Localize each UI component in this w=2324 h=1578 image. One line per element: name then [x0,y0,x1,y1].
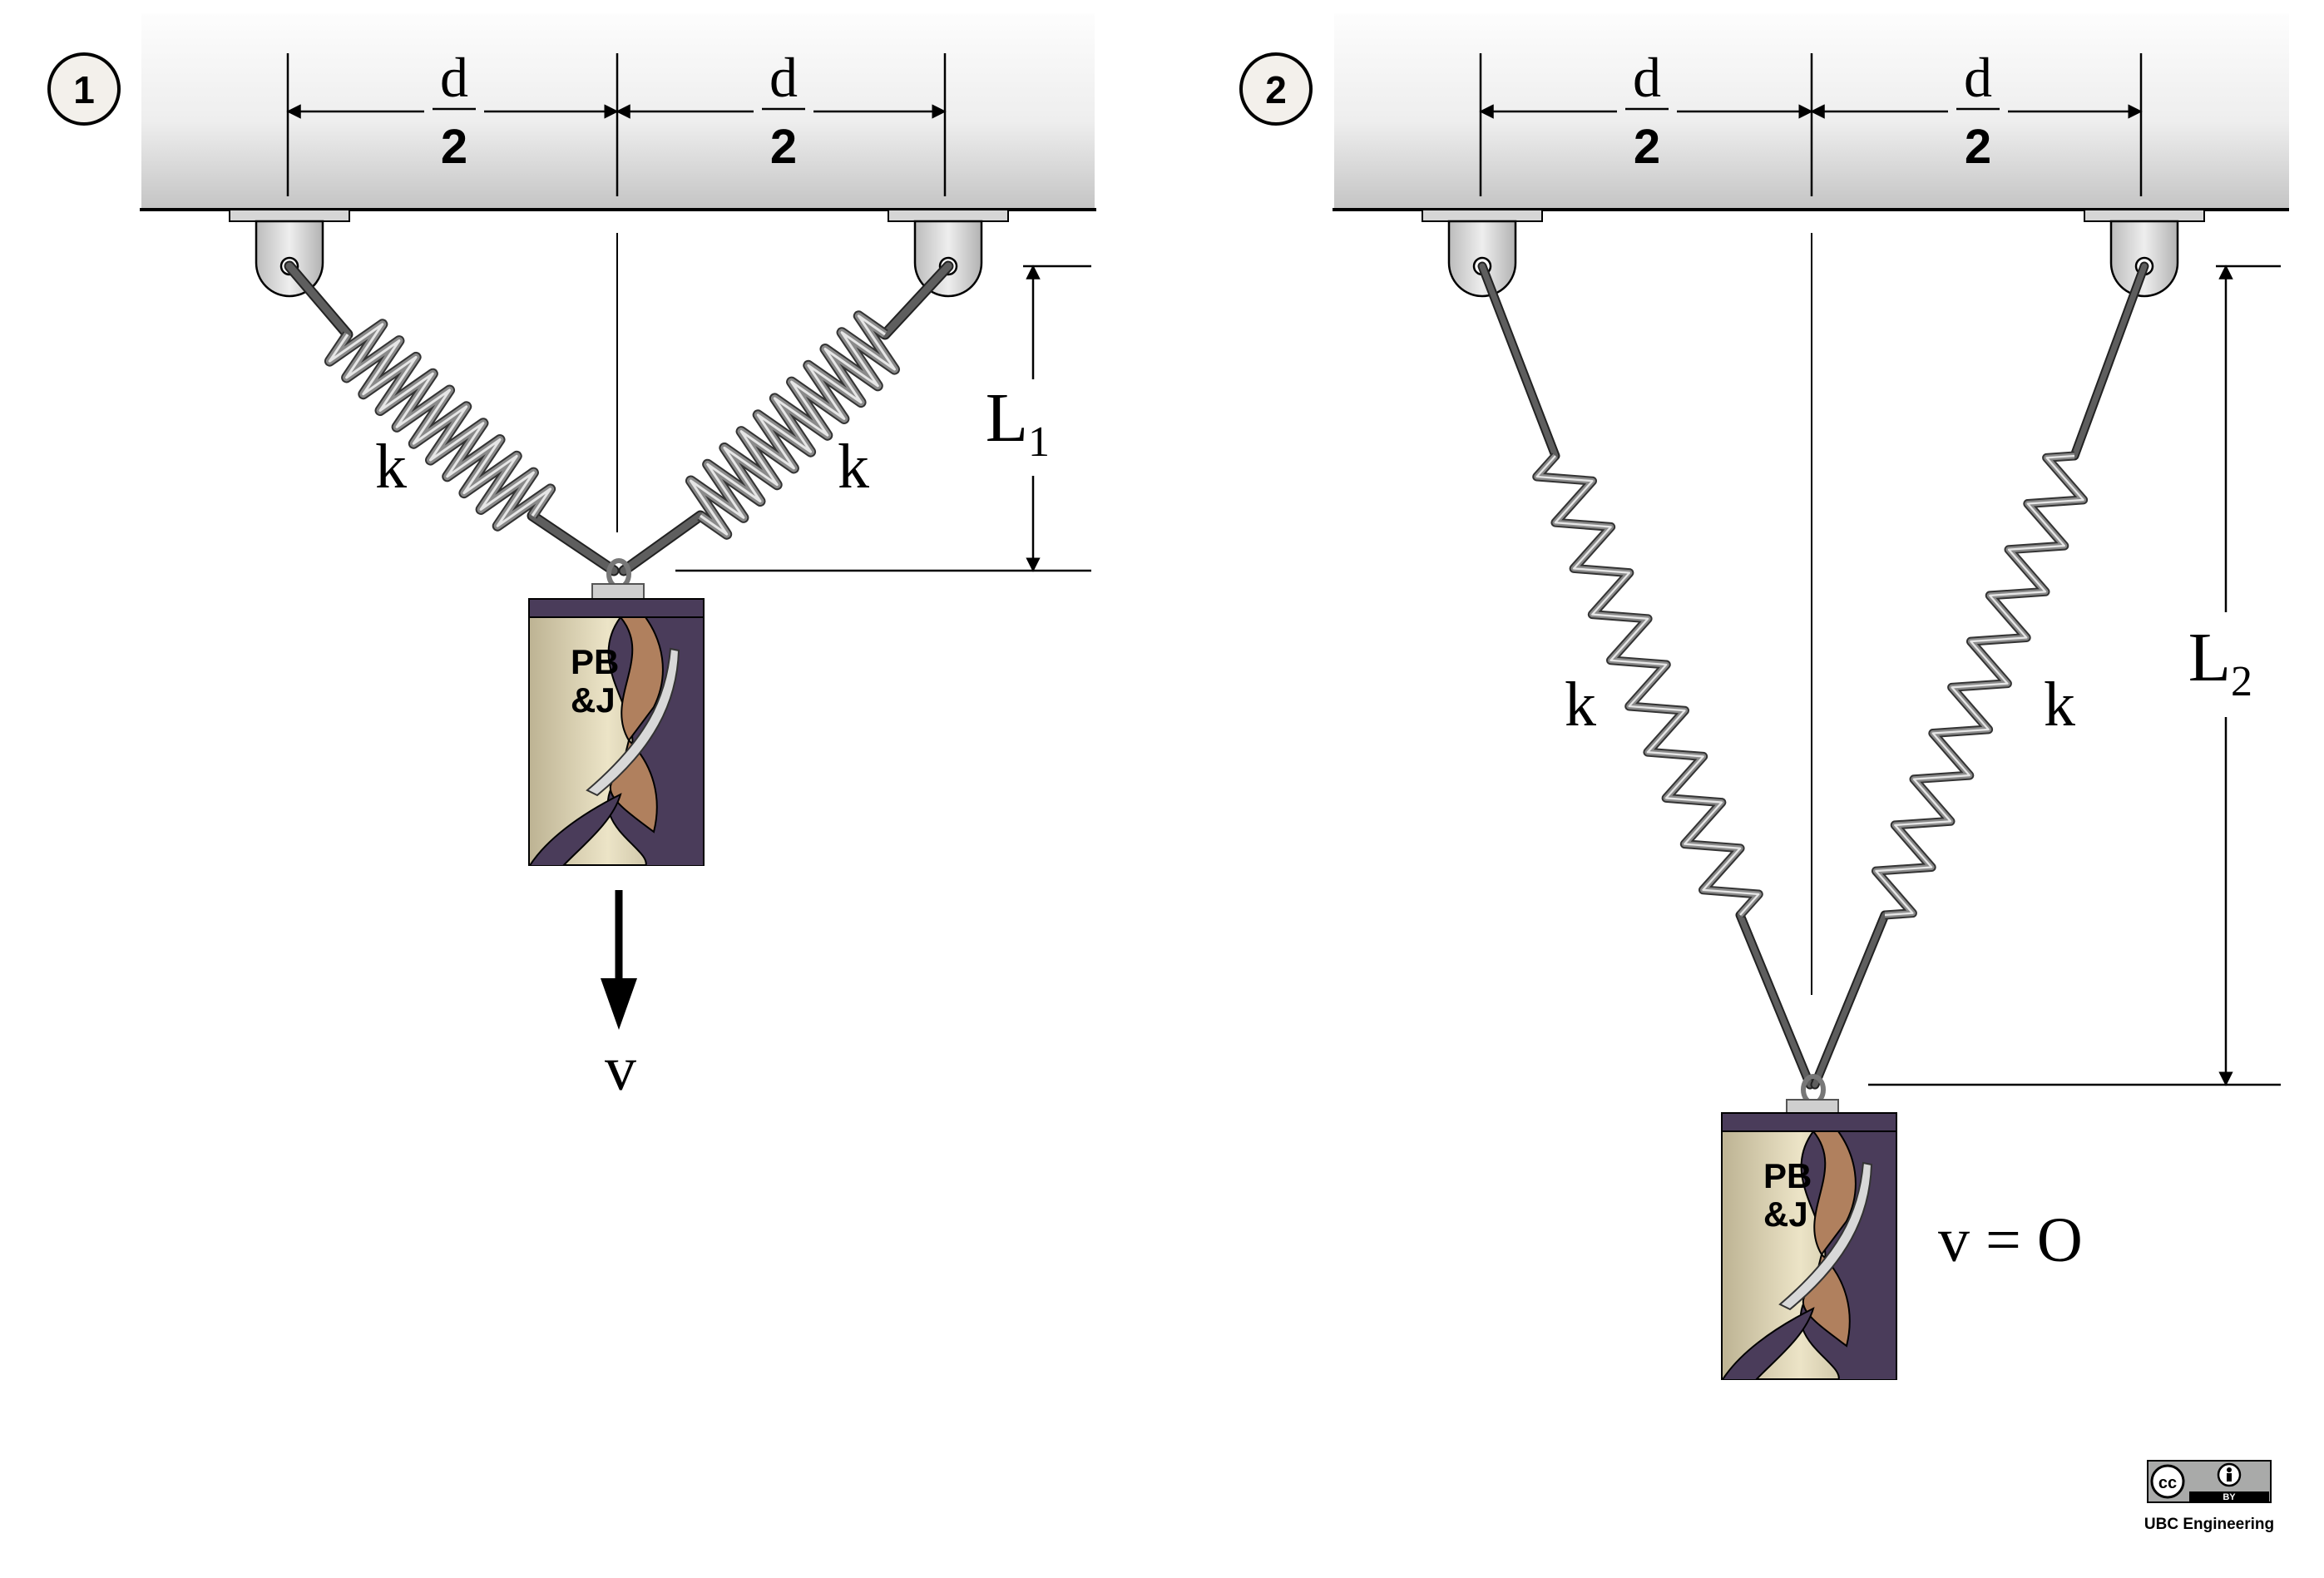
svg-text:cc: cc [2158,1474,2177,1492]
creative-commons-icon [2150,1464,2185,1499]
dimension-d [286,53,947,196]
badge-number: 1 [73,68,95,111]
spring-constant-label-right: k [2044,670,2075,740]
left-pivot-bracket [1422,209,1543,298]
badge: 2 [1239,52,1313,126]
springs-state-1 [284,260,954,576]
can-label-line2: &J [571,680,616,720]
velocity-label-1: v [605,1034,636,1104]
spring-constant-label-left: k [1565,670,1596,740]
half-d-label-right-top: d [769,46,798,109]
can-label-line1: PB [1763,1156,1812,1195]
half-d-label-right-bottom: 2 [1965,120,1991,174]
half-d-label-left-top: d [440,46,468,109]
half-d-label-left-top: d [1633,46,1661,109]
badge-circle [1239,52,1313,126]
can-label-line1: PB [571,642,619,681]
half-d-label-right-bottom: 2 [770,120,797,174]
half-d-label-left-bottom: 2 [441,120,467,174]
pbj-can-2: PB &J [1722,1113,1896,1381]
right-pivot-bracket [888,209,1009,298]
can-label-line2: &J [1763,1195,1808,1234]
spring-left [284,260,620,576]
dimension-d [1479,53,2143,196]
right-pivot-bracket [2084,209,2205,298]
length-dimension-2 [1868,265,2281,1086]
length-dimension-1 [675,265,1091,572]
pbj-can-1: PB &J [529,599,704,867]
length-label-1: L [986,379,1028,457]
left-pivot-bracket [229,209,350,298]
spring-constant-label-right: k [838,432,869,502]
scene-1: 1 d 2 d 2 [47,13,1096,1104]
velocity-arrow [601,890,637,1030]
springs-state-2 [1477,261,2149,1090]
half-d-label-left-bottom: 2 [1634,120,1660,174]
license-credit: UBC Engineering [2144,1516,2274,1533]
spring-left [1477,261,1815,1090]
velocity-label-2: v = O [1938,1205,2083,1275]
hook-1 [591,558,645,601]
badge-circle [47,52,121,126]
badge: 1 [47,52,121,126]
spring-right [618,260,954,576]
length-subscript-1: 1 [1028,418,1050,466]
spring-constant-label-left: k [375,432,407,502]
badge-number: 2 [1265,68,1287,111]
length-subscript-2: 2 [2231,658,2252,705]
length-label-2: L [2188,619,2231,696]
spring-right [1810,261,2149,1090]
license-badge: cc BY UBC Engineering [2144,1460,2274,1533]
half-d-label-right-top: d [1964,46,1992,109]
license-by-text: BY [2223,1492,2236,1502]
scene-2: 2 d 2 d 2 k [1239,13,2289,1381]
